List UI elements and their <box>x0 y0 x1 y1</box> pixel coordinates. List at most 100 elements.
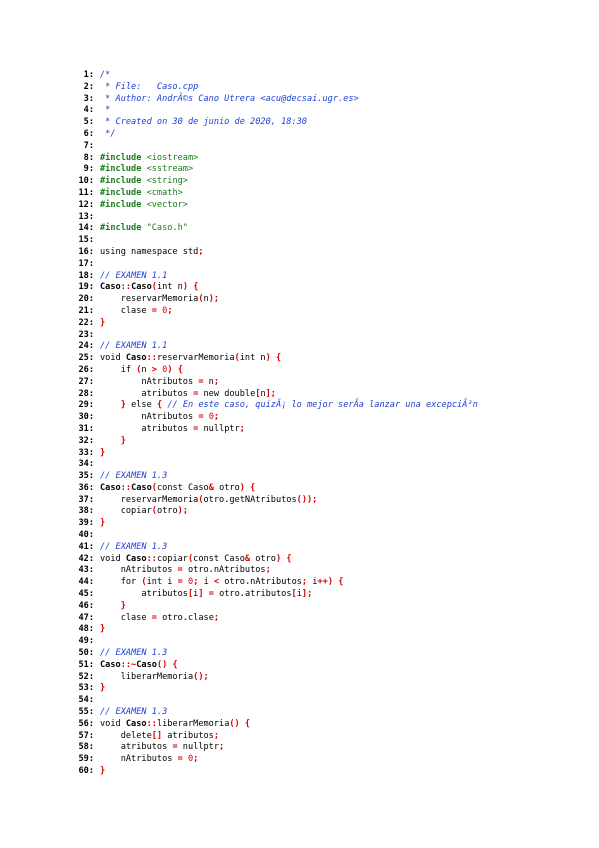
code-token: <string> <box>146 176 188 187</box>
code-token: . <box>208 565 214 576</box>
code-token: otro <box>213 482 240 493</box>
code-token: :: <box>146 353 157 364</box>
code-token: [ <box>291 589 297 600</box>
line-number: 48: <box>78 624 94 635</box>
code-token: ) <box>239 482 245 493</box>
code-token: } <box>120 400 126 411</box>
line-number: 29: <box>78 400 94 411</box>
code-token: // En este caso, quizÃ¡ lo mejor serÃ­a … <box>167 400 478 411</box>
code-token: ; <box>198 246 204 257</box>
line-source: void Caso::copiar(const Caso& otro) { <box>100 554 292 566</box>
line-source: // EXAMEN 1.1 <box>100 341 167 353</box>
code-line: 44: for (int i = 0; i < otro.nAtributos;… <box>78 577 478 589</box>
code-token: n <box>141 364 152 375</box>
code-token: // EXAMEN 1.3 <box>100 707 168 718</box>
line-source: reservarMemoria(otro.getNAtributos()); <box>100 494 318 507</box>
line-number: 39: <box>78 518 94 529</box>
line-number: 32: <box>78 435 94 446</box>
code-token: new double <box>198 388 256 399</box>
code-token: { <box>250 482 256 493</box>
line-number: 34: <box>78 459 94 470</box>
code-token: ( <box>187 553 194 564</box>
line-number: 8: <box>83 152 94 163</box>
line-source: atributos = new double[n]; <box>100 389 276 401</box>
code-token: = <box>151 612 157 623</box>
line-source: } <box>100 318 105 330</box>
line-source: #include <vector> <box>100 200 188 212</box>
line-number: 59: <box>78 754 94 765</box>
line-number: 42: <box>78 553 94 564</box>
code-token: Caso <box>100 282 121 293</box>
line-number: 19: <box>78 282 94 293</box>
code-token: // EXAMEN 1.3 <box>100 471 168 482</box>
line-number: 18: <box>78 270 94 281</box>
code-token: ( <box>234 353 240 364</box>
line-number: 33: <box>78 447 94 458</box>
code-token: nAtributos <box>100 565 178 576</box>
code-token: } <box>120 600 126 611</box>
code-token: = <box>177 577 183 588</box>
code-token: ; <box>213 412 220 423</box>
line-source: Caso::Caso(const Caso& otro) { <box>100 483 255 495</box>
code-token: otro <box>203 494 225 505</box>
code-token: < <box>213 577 220 588</box>
code-line: 12: #include <vector> <box>78 200 478 212</box>
code-line: 49: <box>78 636 478 648</box>
code-line: 3: * Author: AndrÃ©s Cano Utrera <acu@de… <box>78 94 478 106</box>
code-token: * Created on 30 de junio de 2020, 18:30 <box>100 117 307 128</box>
code-token: liberarMemoria <box>156 718 230 729</box>
line-number: 14: <box>78 223 94 234</box>
code-token: clase <box>100 305 152 316</box>
code-line: 5: * Created on 30 de junio de 2020, 18:… <box>78 117 478 129</box>
code-line: 55: // EXAMEN 1.3 <box>78 707 478 719</box>
line-source: // EXAMEN 1.3 <box>100 471 167 483</box>
code-token: ) <box>275 553 282 564</box>
code-line: 34: <box>78 459 478 471</box>
code-line: 25: void Caso::reservarMemoria(int n) { <box>78 353 478 365</box>
code-token: // EXAMEN 1.3 <box>100 541 168 552</box>
code-token: } <box>100 624 106 635</box>
code-line: 27: nAtributos = n; <box>78 377 478 389</box>
code-token: const Caso <box>193 553 245 564</box>
code-line: 17: <box>78 259 478 271</box>
code-token: otro <box>182 565 209 576</box>
code-token: <sstream> <box>146 164 194 175</box>
code-token: } <box>100 683 106 694</box>
code-token: #include <box>100 223 147 234</box>
line-number: 17: <box>78 258 94 269</box>
line-source: liberarMemoria(); <box>100 672 209 684</box>
code-token: using namespace std <box>100 246 199 257</box>
line-number: 1: <box>83 70 94 80</box>
code-line: 32: } <box>78 436 478 448</box>
code-token: atributos <box>100 742 173 753</box>
line-source: #include <cmath> <box>100 188 183 200</box>
code-token: int n <box>156 282 183 293</box>
line-number: 37: <box>78 494 94 505</box>
code-token: Caso <box>100 659 121 670</box>
line-source: } <box>100 518 105 530</box>
code-token: . <box>224 494 230 505</box>
line-number: 21: <box>78 305 94 316</box>
code-token: { <box>172 659 178 670</box>
line-source: #include <iostream> <box>100 153 198 165</box>
code-token: ( <box>136 364 142 375</box>
code-token: void <box>100 553 126 564</box>
code-token: ; <box>193 754 199 765</box>
code-token: const Caso <box>156 482 209 493</box>
line-number: 35: <box>78 471 94 482</box>
code-token: ]; <box>301 589 313 600</box>
line-source: } <box>100 683 105 695</box>
line-source: reservarMemoria(n); <box>100 294 219 306</box>
line-number: 56: <box>78 718 94 729</box>
code-token: copiar <box>156 553 188 564</box>
code-token <box>100 400 121 410</box>
code-token: Caso <box>131 482 152 493</box>
code-token: Caso <box>131 282 152 293</box>
code-line: 13: <box>78 212 478 224</box>
code-token: atributos <box>100 388 194 399</box>
code-token: ( <box>151 506 157 517</box>
code-token: ; <box>213 376 220 387</box>
code-token <box>100 601 121 611</box>
line-number: 12: <box>78 199 94 210</box>
code-token: // EXAMEN 1.1 <box>100 341 168 352</box>
